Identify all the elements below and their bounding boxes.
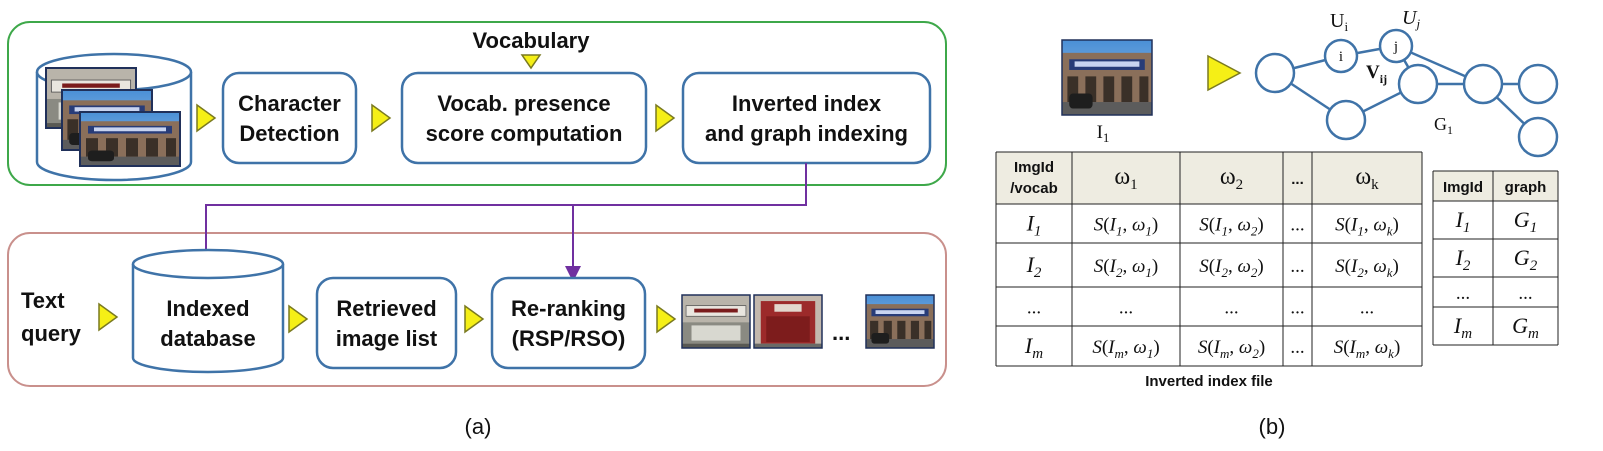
u-i-label: Ui — [1330, 10, 1348, 34]
inverted-graph-box — [681, 71, 932, 165]
result-thumbnail — [681, 294, 751, 349]
vocabulary-label: Vocabulary — [473, 28, 591, 53]
col-head: ... — [1291, 171, 1304, 188]
score-cell: S(I2, ω1) — [1094, 256, 1158, 280]
vocab-presence-box — [400, 71, 648, 165]
text-query-line2: query — [21, 321, 82, 346]
node-j-label: j — [1393, 39, 1398, 55]
retrieved-line1: Retrieved — [336, 296, 436, 321]
arrow-right-icon — [464, 304, 485, 334]
arrow-right-icon — [1207, 54, 1242, 92]
score-cell: ... — [1290, 256, 1304, 277]
reranking-line2: (RSP/RSO) — [512, 326, 626, 351]
col-head: ω1 — [1114, 164, 1137, 193]
char-detection-line2: Detection — [239, 121, 339, 146]
panel-b: I1 i j Ui Uj Vij G1 ImgId — [995, 7, 1559, 439]
caption-b: (b) — [1259, 414, 1286, 439]
row-id: Im — [1024, 333, 1043, 362]
graph-row-id: I2 — [1455, 245, 1471, 274]
reranking-box — [490, 276, 647, 370]
table-header-bg — [1433, 171, 1558, 201]
g-label: G1 — [1434, 114, 1453, 137]
col-head: ωk — [1355, 164, 1379, 193]
inverted-graph-line1: Inverted index — [732, 91, 882, 116]
arrow-right-icon — [98, 302, 119, 332]
score-cell: S(I2, ω2) — [1199, 256, 1263, 280]
vocabulary-arrow-icon — [520, 54, 542, 70]
char-detection-box — [221, 71, 358, 165]
image-label: I1 — [1097, 122, 1110, 145]
v-ij-label: Vij — [1366, 62, 1387, 86]
corner-label: ImgId — [1014, 159, 1054, 176]
inverted-graph-line2: and graph indexing — [705, 121, 908, 146]
score-cell: S(Im, ωk) — [1334, 337, 1401, 361]
score-cell: S(I1, ω2) — [1199, 215, 1263, 239]
col-head: ω2 — [1220, 164, 1243, 193]
indexing-frame — [7, 21, 947, 186]
retrieved-list-box — [315, 276, 458, 370]
graph-table-header: graph — [1505, 179, 1547, 196]
score-cell: S(I1, ωk) — [1335, 215, 1399, 239]
graph-row-value: ... — [1518, 283, 1532, 304]
score-cell: ... — [1290, 215, 1304, 236]
arrow-right-icon — [371, 103, 392, 133]
region-graph — [1254, 28, 1559, 158]
retrieved-line2: image list — [336, 326, 438, 351]
graph-row-id: Im — [1453, 313, 1472, 342]
vocab-presence-line1: Vocab. presence — [437, 91, 610, 116]
corner-label: /vocab — [1010, 180, 1058, 197]
score-cell: S(Im, ω1) — [1092, 337, 1159, 361]
score-cell: ... — [1360, 298, 1374, 319]
graph-row-id: I1 — [1455, 207, 1471, 236]
indexed-db-line1: Indexed — [166, 296, 249, 321]
graph-row-id: ... — [1456, 283, 1470, 304]
result-thumbnail — [753, 294, 823, 349]
indexed-database-cylinder — [131, 248, 285, 374]
score-cell: ... — [1119, 298, 1133, 319]
node-i-label: i — [1339, 49, 1343, 65]
graph-row-value: G2 — [1514, 245, 1538, 274]
graph-row-value: G1 — [1514, 207, 1537, 236]
panel-a: Character Detection Vocab. presence scor… — [7, 21, 947, 439]
arrow-right-icon — [288, 304, 309, 334]
score-cell: S(Im, ω2) — [1198, 337, 1265, 361]
row-id: ... — [1027, 298, 1041, 319]
arrow-right-icon — [656, 304, 677, 334]
image-database-cylinder — [35, 52, 193, 182]
row-id: I1 — [1026, 211, 1042, 240]
score-cell: ... — [1224, 298, 1238, 319]
graph-table-header: ImgId — [1443, 179, 1483, 196]
graph-row-value: Gm — [1512, 313, 1539, 342]
reranking-line1: Re-ranking — [511, 296, 626, 321]
query-image — [1061, 39, 1153, 116]
indexed-db-line2: database — [160, 326, 255, 351]
score-cell: ... — [1290, 298, 1304, 319]
text-query-line1: Text — [21, 288, 65, 313]
arrow-right-icon — [196, 103, 217, 133]
table-header-bg — [996, 152, 1422, 204]
database-image-stack — [45, 67, 181, 167]
index-connector — [198, 163, 807, 282]
u-j-label: Uj — [1402, 7, 1420, 31]
score-cell: S(I1, ω1) — [1094, 215, 1158, 239]
vocab-presence-line2: score computation — [426, 121, 623, 146]
char-detection-line1: Character — [238, 91, 341, 116]
inverted-table-title: Inverted index file — [1145, 373, 1273, 390]
result-ellipsis: ... — [832, 320, 850, 345]
row-id: I2 — [1026, 252, 1042, 281]
result-thumbnail — [865, 294, 935, 349]
arrow-right-icon — [655, 103, 676, 133]
score-cell: ... — [1290, 337, 1304, 358]
caption-a: (a) — [465, 414, 492, 439]
query-frame — [7, 232, 947, 387]
score-cell: S(I2, ωk) — [1335, 256, 1399, 280]
